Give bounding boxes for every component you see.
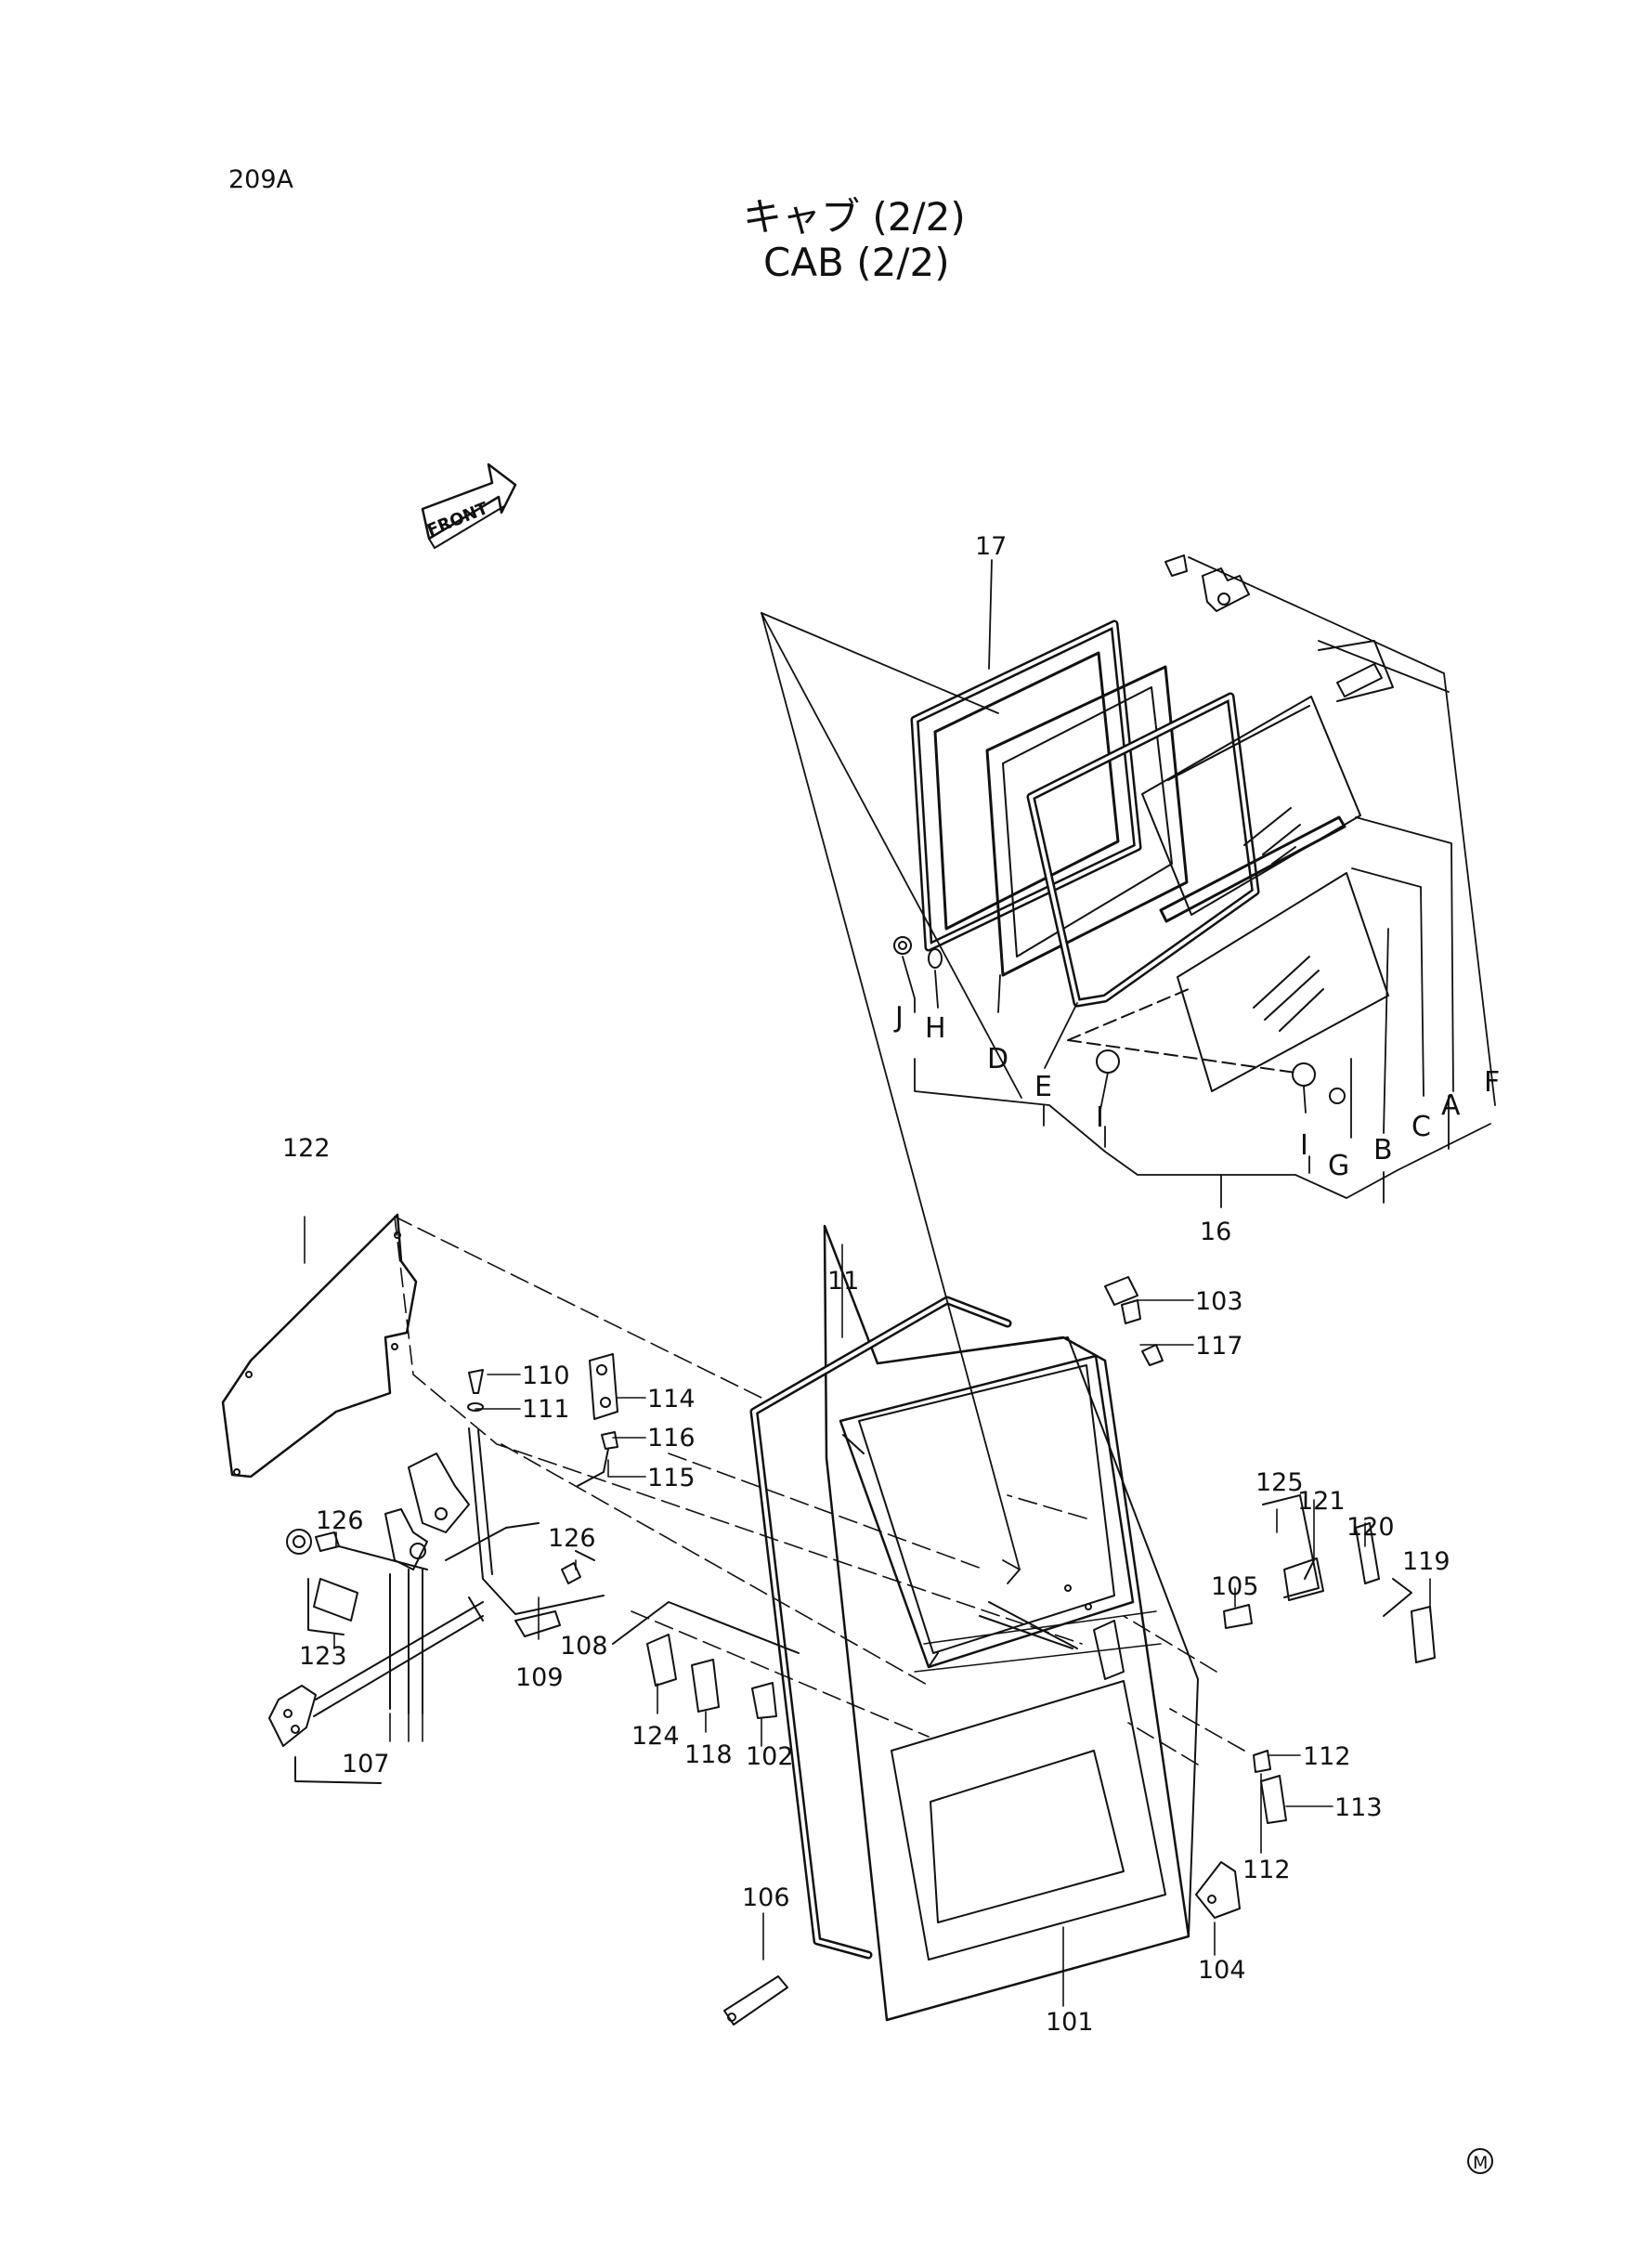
label-114: 114 [647,1385,696,1414]
label-112-lower: 112 [1242,1856,1291,1884]
label-103: 103 [1195,1287,1243,1316]
mark-symbol: M [1467,2148,1493,2174]
label-123: 123 [299,1642,347,1671]
label-119: 119 [1402,1547,1450,1576]
label-116: 116 [647,1424,696,1453]
hinge-104 [1195,1861,1241,1919]
label-124: 124 [631,1722,680,1751]
door-check-106 [723,1975,788,2026]
letter-g: G [1328,1150,1349,1182]
label-102: 102 [746,1742,794,1771]
window-frame-inner [985,665,1189,977]
label-110: 110 [522,1362,570,1390]
lower-glass-pane [1159,815,1389,1092]
label-109: 109 [515,1663,564,1692]
label-104: 104 [1198,1956,1246,1985]
latch-bracket-114 [589,1353,618,1420]
letter-h: H [925,1012,946,1045]
letter-e: E [1034,1071,1052,1103]
label-118: 118 [684,1740,733,1769]
title-english: CAB (2/2) [763,240,950,285]
small-fasteners-left [467,1369,618,1584]
window-leader-lines [761,556,1496,1208]
cover-plate-122 [221,1213,418,1479]
letter-a: A [1441,1089,1461,1122]
label-11: 11 [827,1267,859,1296]
label-126-left: 126 [316,1506,364,1535]
door-seal-11 [749,1296,1012,1960]
rod-and-latch [445,1427,605,1637]
label-120: 120 [1346,1513,1395,1542]
fasteners-window [893,936,1346,1104]
letter-b: B [1373,1134,1393,1166]
svg-text:M: M [1473,2153,1488,2173]
front-arrow-icon [421,463,517,549]
glass-latch-bracket [1164,554,1250,612]
label-126-right: 126 [548,1524,596,1553]
label-115: 115 [647,1464,696,1492]
label-121: 121 [1297,1487,1346,1516]
label-101: 101 [1046,2008,1094,2037]
door-handle-inner [979,1601,1078,1649]
letter-labels: J H D E I I G B C A F [893,1001,1500,1182]
door-lock-striker [1064,1584,1125,1680]
letter-c: C [1411,1111,1431,1143]
window-frame-seal [910,619,1142,952]
letter-d: D [987,1043,1008,1075]
letter-j: J [893,1001,904,1034]
label-117: 117 [1195,1332,1243,1361]
upper-glass-pane [1141,696,1361,916]
right-handle-parts [1104,1276,1436,1824]
key-cylinder-123 [286,1529,428,1635]
page-code: 209A [228,165,294,194]
label-125: 125 [1255,1468,1304,1497]
label-leader-lines [304,1216,1431,2007]
label-113: 113 [1334,1793,1383,1822]
label-122: 122 [282,1134,331,1163]
label-105: 105 [1211,1572,1259,1601]
label-17: 17 [975,532,1007,561]
door-window-opening [839,1354,1135,1669]
label-107: 107 [342,1750,390,1778]
letter-i-left: I [1096,1101,1104,1134]
lock-linkage-107 [268,1569,484,1784]
label-108: 108 [560,1632,608,1661]
title-japanese: キャブ (2/2) [743,194,966,240]
window-seal-inner [1026,692,1260,1008]
part-number-labels: 17 16 11 122 110 111 114 116 115 126 126… [282,532,1450,2037]
letter-i-right: I [1300,1129,1308,1162]
label-111: 111 [522,1395,570,1424]
door-lock-body [384,1453,470,1570]
door-dash-leaders [394,1216,1245,1765]
label-112-upper: 112 [1303,1742,1351,1771]
label-106: 106 [742,1883,790,1912]
guide-plate-124-118 [612,1601,800,1719]
letter-f: F [1484,1066,1500,1099]
label-16: 16 [1200,1218,1231,1246]
top-right-stopper [1318,640,1394,702]
